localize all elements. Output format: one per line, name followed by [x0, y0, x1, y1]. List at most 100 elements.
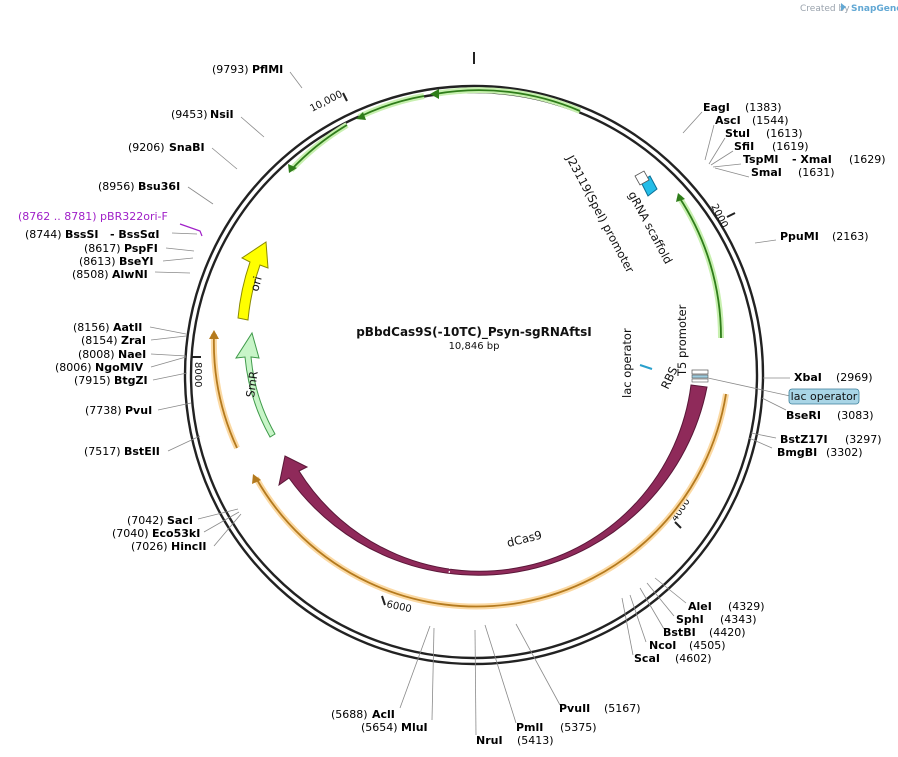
svg-text:(1544): (1544)	[752, 114, 789, 127]
svg-text:NsiI: NsiI	[210, 108, 234, 121]
site-btgzi[interactable]: (7915)BtgZI	[74, 374, 148, 387]
svg-text:(1619): (1619)	[772, 140, 809, 153]
site-asci[interactable]: AscI (1544)	[715, 114, 789, 127]
svg-text:PvuI: PvuI	[125, 404, 152, 417]
primer-arrow	[179, 223, 203, 237]
site-alwni[interactable]: (8508)AlwNI	[72, 268, 148, 281]
ori-feature[interactable]	[237, 241, 269, 321]
t5-promoter-feature[interactable]	[691, 369, 709, 375]
svg-text:BmgBI: BmgBI	[777, 446, 817, 459]
svg-text:(7517): (7517)	[84, 445, 121, 458]
site-pmli[interactable]: PmlI(5375)	[516, 721, 597, 734]
credit-prefix: Created by	[800, 4, 850, 14]
orf-top	[434, 87, 582, 114]
snapgene-brand: SnapGene	[851, 4, 898, 14]
svg-text:SmaI: SmaI	[751, 166, 782, 179]
site-bsteii[interactable]: (7517)BstEII	[84, 445, 160, 458]
svg-text:10,000: 10,000	[308, 89, 344, 115]
svg-text:(3302): (3302)	[826, 446, 863, 459]
site-ppumi[interactable]: PpuMI(2163)	[780, 230, 869, 243]
svg-text:PflMI: PflMI	[252, 63, 283, 76]
site-hincii[interactable]: (7026)HincII	[131, 540, 207, 553]
site-bseri[interactable]: BseRI(3083)	[786, 409, 874, 422]
svg-text:(7042): (7042)	[127, 514, 164, 527]
svg-text:(8617): (8617)	[84, 242, 121, 255]
site-scai[interactable]: ScaI (4602)	[634, 652, 712, 665]
plasmid-name: pBbdCas9S(-10TC)_Psyn-sgRNAftsI	[356, 325, 592, 340]
svg-text:SphI: SphI	[676, 613, 704, 626]
svg-text:(3083): (3083)	[837, 409, 874, 422]
svg-text:(5167): (5167)	[604, 702, 641, 715]
site-eco53ki[interactable]: (7040)Eco53kI	[112, 527, 200, 540]
leaders-left	[149, 71, 435, 721]
site-aatii[interactable]: (8156)AatII	[73, 321, 142, 334]
t5-promoter-label: T5 promoter	[675, 304, 689, 377]
site-nsii[interactable]: (9453)NsiI	[171, 108, 234, 121]
lac-operator-small-icon	[639, 364, 653, 370]
site-snabi[interactable]: (9206)SnaBI	[128, 141, 205, 154]
site-xbai[interactable]: XbaI(2969)	[794, 371, 873, 384]
svg-text:8000: 8000	[192, 362, 203, 387]
site-pflmi[interactable]: (9793)PflMI	[212, 63, 283, 76]
site-bstz17i[interactable]: BstZ17I(3297)	[780, 433, 882, 446]
svg-text:(8613): (8613)	[79, 255, 116, 268]
svg-text:(7040): (7040)	[112, 527, 149, 540]
tick-10000: 10,000	[308, 89, 348, 115]
primer-label[interactable]: (8762 .. 8781) pBR322ori-F	[18, 210, 168, 223]
site-alei[interactable]: AleI(4329)	[688, 600, 765, 613]
rbs-feature[interactable]	[691, 378, 709, 383]
svg-text:AclI: AclI	[372, 708, 395, 721]
site-mlui[interactable]: (5654)MluI	[361, 721, 428, 734]
site-smai[interactable]: SmaI(1631)	[751, 166, 835, 179]
site-bsu36i[interactable]: (8956)Bsu36I	[98, 180, 180, 193]
svg-text:Bsu36I: Bsu36I	[138, 180, 180, 193]
svg-text:NgoMIV: NgoMIV	[95, 361, 144, 374]
site-bsssi[interactable]: (8744)BssSI- BssSαI	[25, 228, 159, 241]
svg-text:BstEII: BstEII	[124, 445, 160, 458]
site-pspfi[interactable]: (8617)PspFI	[84, 242, 158, 255]
smr-feature[interactable]	[235, 331, 276, 438]
site-zrai[interactable]: (8154)ZraI	[81, 334, 146, 347]
svg-text:BseYI: BseYI	[119, 255, 153, 268]
svg-text:(4329): (4329)	[728, 600, 765, 613]
site-saci[interactable]: (7042)SacI	[127, 514, 193, 527]
lac-operator-callout[interactable]	[788, 388, 860, 405]
j23119-promoter-feature[interactable]	[634, 170, 650, 186]
svg-text:(7026): (7026)	[131, 540, 168, 553]
site-naei[interactable]: (8008)NaeI	[78, 348, 146, 361]
svg-text:ScaI: ScaI	[634, 652, 660, 665]
svg-text:(8508): (8508)	[72, 268, 109, 281]
site-eagi[interactable]: EagI(1383)	[703, 101, 782, 114]
site-pvui[interactable]: (7738)PvuI	[85, 404, 152, 417]
svg-text:AatII: AatII	[113, 321, 142, 334]
svg-text:AlwNI: AlwNI	[112, 268, 148, 281]
site-nrui[interactable]: NruI(5413)	[476, 734, 554, 747]
svg-text:(1629): (1629)	[849, 153, 886, 166]
site-sfii[interactable]: SfiI(1619)	[734, 140, 809, 153]
snapgene-logo-icon	[841, 3, 846, 11]
svg-text:SacI: SacI	[167, 514, 193, 527]
site-tspmi[interactable]: TspMI- XmaI(1629)	[743, 153, 886, 166]
site-bstbi[interactable]: BstBI(4420)	[663, 626, 746, 639]
site-pvuii[interactable]: PvuII(5167)	[559, 702, 641, 715]
site-bmgbi[interactable]: BmgBI (3302)	[777, 446, 863, 459]
site-ncoi[interactable]: NcoI(4505)	[649, 639, 726, 652]
dcas9-label: dCas9	[505, 528, 543, 550]
dcas9-feature[interactable]	[278, 384, 708, 576]
lac-operator-feature[interactable]	[691, 374, 709, 379]
svg-text:BstZ17I: BstZ17I	[780, 433, 828, 446]
site-ngomiv[interactable]: (8006)NgoMIV	[55, 361, 144, 374]
svg-text:(4602): (4602)	[675, 652, 712, 665]
plasmid-size: 10,846 bp	[449, 341, 500, 352]
site-sphi[interactable]: SphI(4343)	[676, 613, 757, 626]
svg-text:(5413): (5413)	[517, 734, 554, 747]
svg-text:(5654): (5654)	[361, 721, 398, 734]
svg-text:(8156): (8156)	[73, 321, 110, 334]
svg-text:(4420): (4420)	[709, 626, 746, 639]
site-stui[interactable]: StuI(1613)	[725, 127, 803, 140]
grna-scaffold-label: gRNA scaffold	[625, 189, 675, 266]
site-bseyi[interactable]: (8613)BseYI	[79, 255, 153, 268]
svg-text:AscI: AscI	[715, 114, 741, 127]
site-acli[interactable]: (5688)AclI	[331, 708, 395, 721]
smr-label: SmR	[243, 370, 261, 398]
